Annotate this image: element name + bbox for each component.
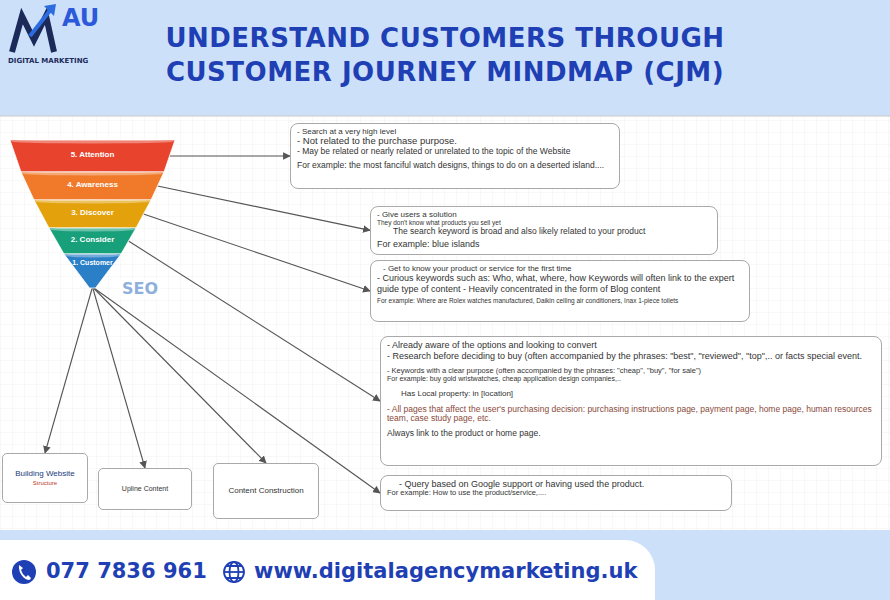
note-text: - Give users a solution bbox=[377, 210, 711, 219]
funnel-band: 2. Consider bbox=[49, 228, 136, 254]
stage-name: 2. Consider bbox=[49, 235, 136, 244]
logo-text: AU bbox=[62, 4, 99, 32]
content-box: Content Construction bbox=[213, 463, 319, 519]
connector-arrow bbox=[129, 241, 381, 401]
contact-pill bbox=[0, 540, 655, 600]
connector-arrow bbox=[170, 155, 291, 156]
grid bbox=[0, 116, 890, 530]
funnel-band: 4. Awareness bbox=[21, 172, 164, 200]
content-box: Building WebsiteStructure bbox=[2, 453, 88, 503]
note-text: They don't know what products you sell y… bbox=[377, 219, 711, 226]
phone-number: 077 7836 961 bbox=[46, 559, 207, 583]
note-text: Building Website bbox=[15, 469, 74, 478]
note-text: Upline Content bbox=[122, 485, 168, 493]
note-text: For example: blue islands bbox=[377, 239, 711, 249]
note-text: - Not related to the purchase purpose. bbox=[297, 136, 613, 147]
note-text: - All pages that affect the user's purch… bbox=[387, 405, 875, 425]
connector-arrow bbox=[45, 287, 93, 453]
band-rim bbox=[65, 254, 120, 258]
stage-note: - Already aware of the options and looki… bbox=[380, 336, 882, 466]
note-text: - Curious keywords such as: Who, what, w… bbox=[377, 273, 743, 294]
band-rim bbox=[35, 200, 150, 204]
note-text: - Get to know your product or service fo… bbox=[383, 264, 743, 273]
funnel-band: 3. Discover bbox=[34, 200, 151, 228]
note-text: - Keywords with a clear purpose (often a… bbox=[387, 367, 875, 376]
grid-border bbox=[0, 116, 890, 117]
band-fill bbox=[49, 228, 136, 254]
phone-icon bbox=[12, 560, 36, 584]
stage-name: 1. Customer bbox=[64, 259, 121, 267]
note-text: For example: Where are Rolex watches man… bbox=[377, 297, 743, 304]
stage-name: 3. Discover bbox=[34, 208, 151, 217]
stage-note: - Give users a solutionThey don't know w… bbox=[370, 206, 718, 255]
stage-name: 4. Awareness bbox=[21, 180, 164, 189]
note-text: - Already aware of the options and looki… bbox=[387, 340, 875, 350]
note-text: Has Local property: in [location] bbox=[401, 389, 875, 398]
content-box: Upline Content bbox=[98, 468, 192, 510]
globe-icon bbox=[224, 562, 244, 582]
website-url: www.digitalagencymarketing.uk bbox=[254, 559, 637, 583]
diagram-ground bbox=[0, 116, 890, 530]
band-fill bbox=[64, 254, 121, 288]
band-fill bbox=[34, 200, 151, 228]
note-text: Content Construction bbox=[228, 486, 303, 495]
note-text: - Search at a very high level bbox=[297, 127, 613, 136]
note-text: For example: buy gold wristwatches, chea… bbox=[387, 375, 875, 383]
note-text: The search keyword is broad and also lik… bbox=[393, 227, 711, 237]
connector-arrow bbox=[144, 214, 371, 291]
note-text: For example: the most fanciful watch des… bbox=[297, 161, 613, 171]
note-text: - Query based on Google support or havin… bbox=[399, 479, 725, 489]
logo-tagline: DIGITAL MARKETING bbox=[8, 57, 88, 65]
connector-arrow bbox=[158, 186, 371, 230]
band-rim bbox=[11, 140, 174, 144]
stage-note: - Query based on Google support or havin… bbox=[380, 475, 732, 511]
band-fill bbox=[21, 172, 164, 200]
note-text: For example: How to use the product/serv… bbox=[387, 489, 725, 498]
title: UNDERSTAND CUSTOMERS THROUGH CUSTOMER JO… bbox=[135, 22, 755, 90]
logo-mark bbox=[12, 4, 56, 52]
note-text: Structure bbox=[33, 480, 57, 487]
band-fill bbox=[10, 140, 175, 172]
stage-note: - Get to know your product or service fo… bbox=[370, 260, 750, 322]
stage-name: 5. Attention bbox=[10, 150, 175, 159]
note-text: - May be related or nearly related or un… bbox=[297, 147, 613, 157]
connector-arrow bbox=[93, 287, 267, 463]
note-text: Always link to the product or home page. bbox=[387, 429, 875, 439]
band-rim bbox=[50, 228, 135, 232]
funnel-band: 5. Attention bbox=[10, 140, 175, 172]
funnel-band: 1. Customer bbox=[64, 254, 121, 288]
watermark: SEO bbox=[120, 279, 160, 298]
band-rim bbox=[22, 172, 163, 176]
stage-note: - Search at a very high level- Not relat… bbox=[290, 123, 620, 189]
note-text: - Research before deciding to buy (often… bbox=[387, 351, 875, 361]
